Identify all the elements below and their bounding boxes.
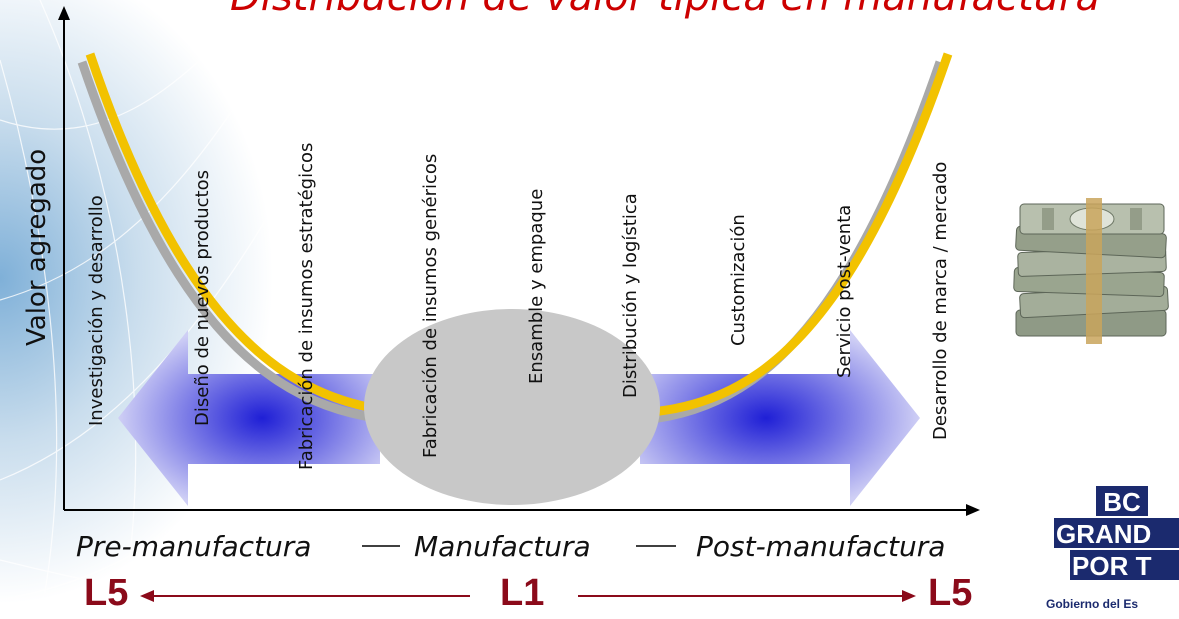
activity-label: Customización <box>728 214 749 346</box>
right-arrow <box>640 330 920 506</box>
manufacturing-ellipse <box>364 309 660 505</box>
activity-label: Servicio post-venta <box>834 204 855 378</box>
stage-pre-manufactura: Pre-manufactura <box>76 530 312 563</box>
y-axis-label: Valor agregado <box>22 148 52 346</box>
activity-label: Distribución y logística <box>620 193 641 398</box>
activity-label: Ensamble y empaque <box>526 188 547 384</box>
activity-label: Fabricación de insumos genéricos <box>420 153 441 458</box>
logo-text-1: BC <box>1103 487 1141 517</box>
stage-post-manufactura: Post-manufactura <box>696 530 946 563</box>
left-arrow <box>118 330 380 506</box>
money-stack-icon <box>1013 198 1169 344</box>
activity-label: Desarrollo de marca / mercado <box>930 161 951 440</box>
level-arrowhead-right <box>902 590 916 602</box>
stage-manufactura: Manufactura <box>414 530 591 563</box>
logo-text-2: GRAND <box>1056 519 1151 549</box>
slide-title: Distribución de valor típica en manufact… <box>230 0 1100 20</box>
activity-label: Investigación y desarrollo <box>86 195 107 426</box>
logo-text-3: POR T <box>1072 551 1152 581</box>
activity-label: Fabricación de insumos estratégicos <box>296 142 317 470</box>
activity-label: Diseño de nuevos productos <box>192 170 213 426</box>
level-left: L5 <box>84 572 129 614</box>
logo-caption: Gobierno del Es <box>1046 597 1138 611</box>
y-axis-arrowhead <box>58 6 70 20</box>
level-arrowhead-left <box>140 590 154 602</box>
x-axis-arrowhead <box>966 504 980 516</box>
background-swirl <box>0 0 520 619</box>
bc-grande-logo: BC GRAND POR T Gobierno del Es <box>1046 486 1179 611</box>
level-center: L1 <box>500 572 545 614</box>
level-right: L5 <box>928 572 973 614</box>
